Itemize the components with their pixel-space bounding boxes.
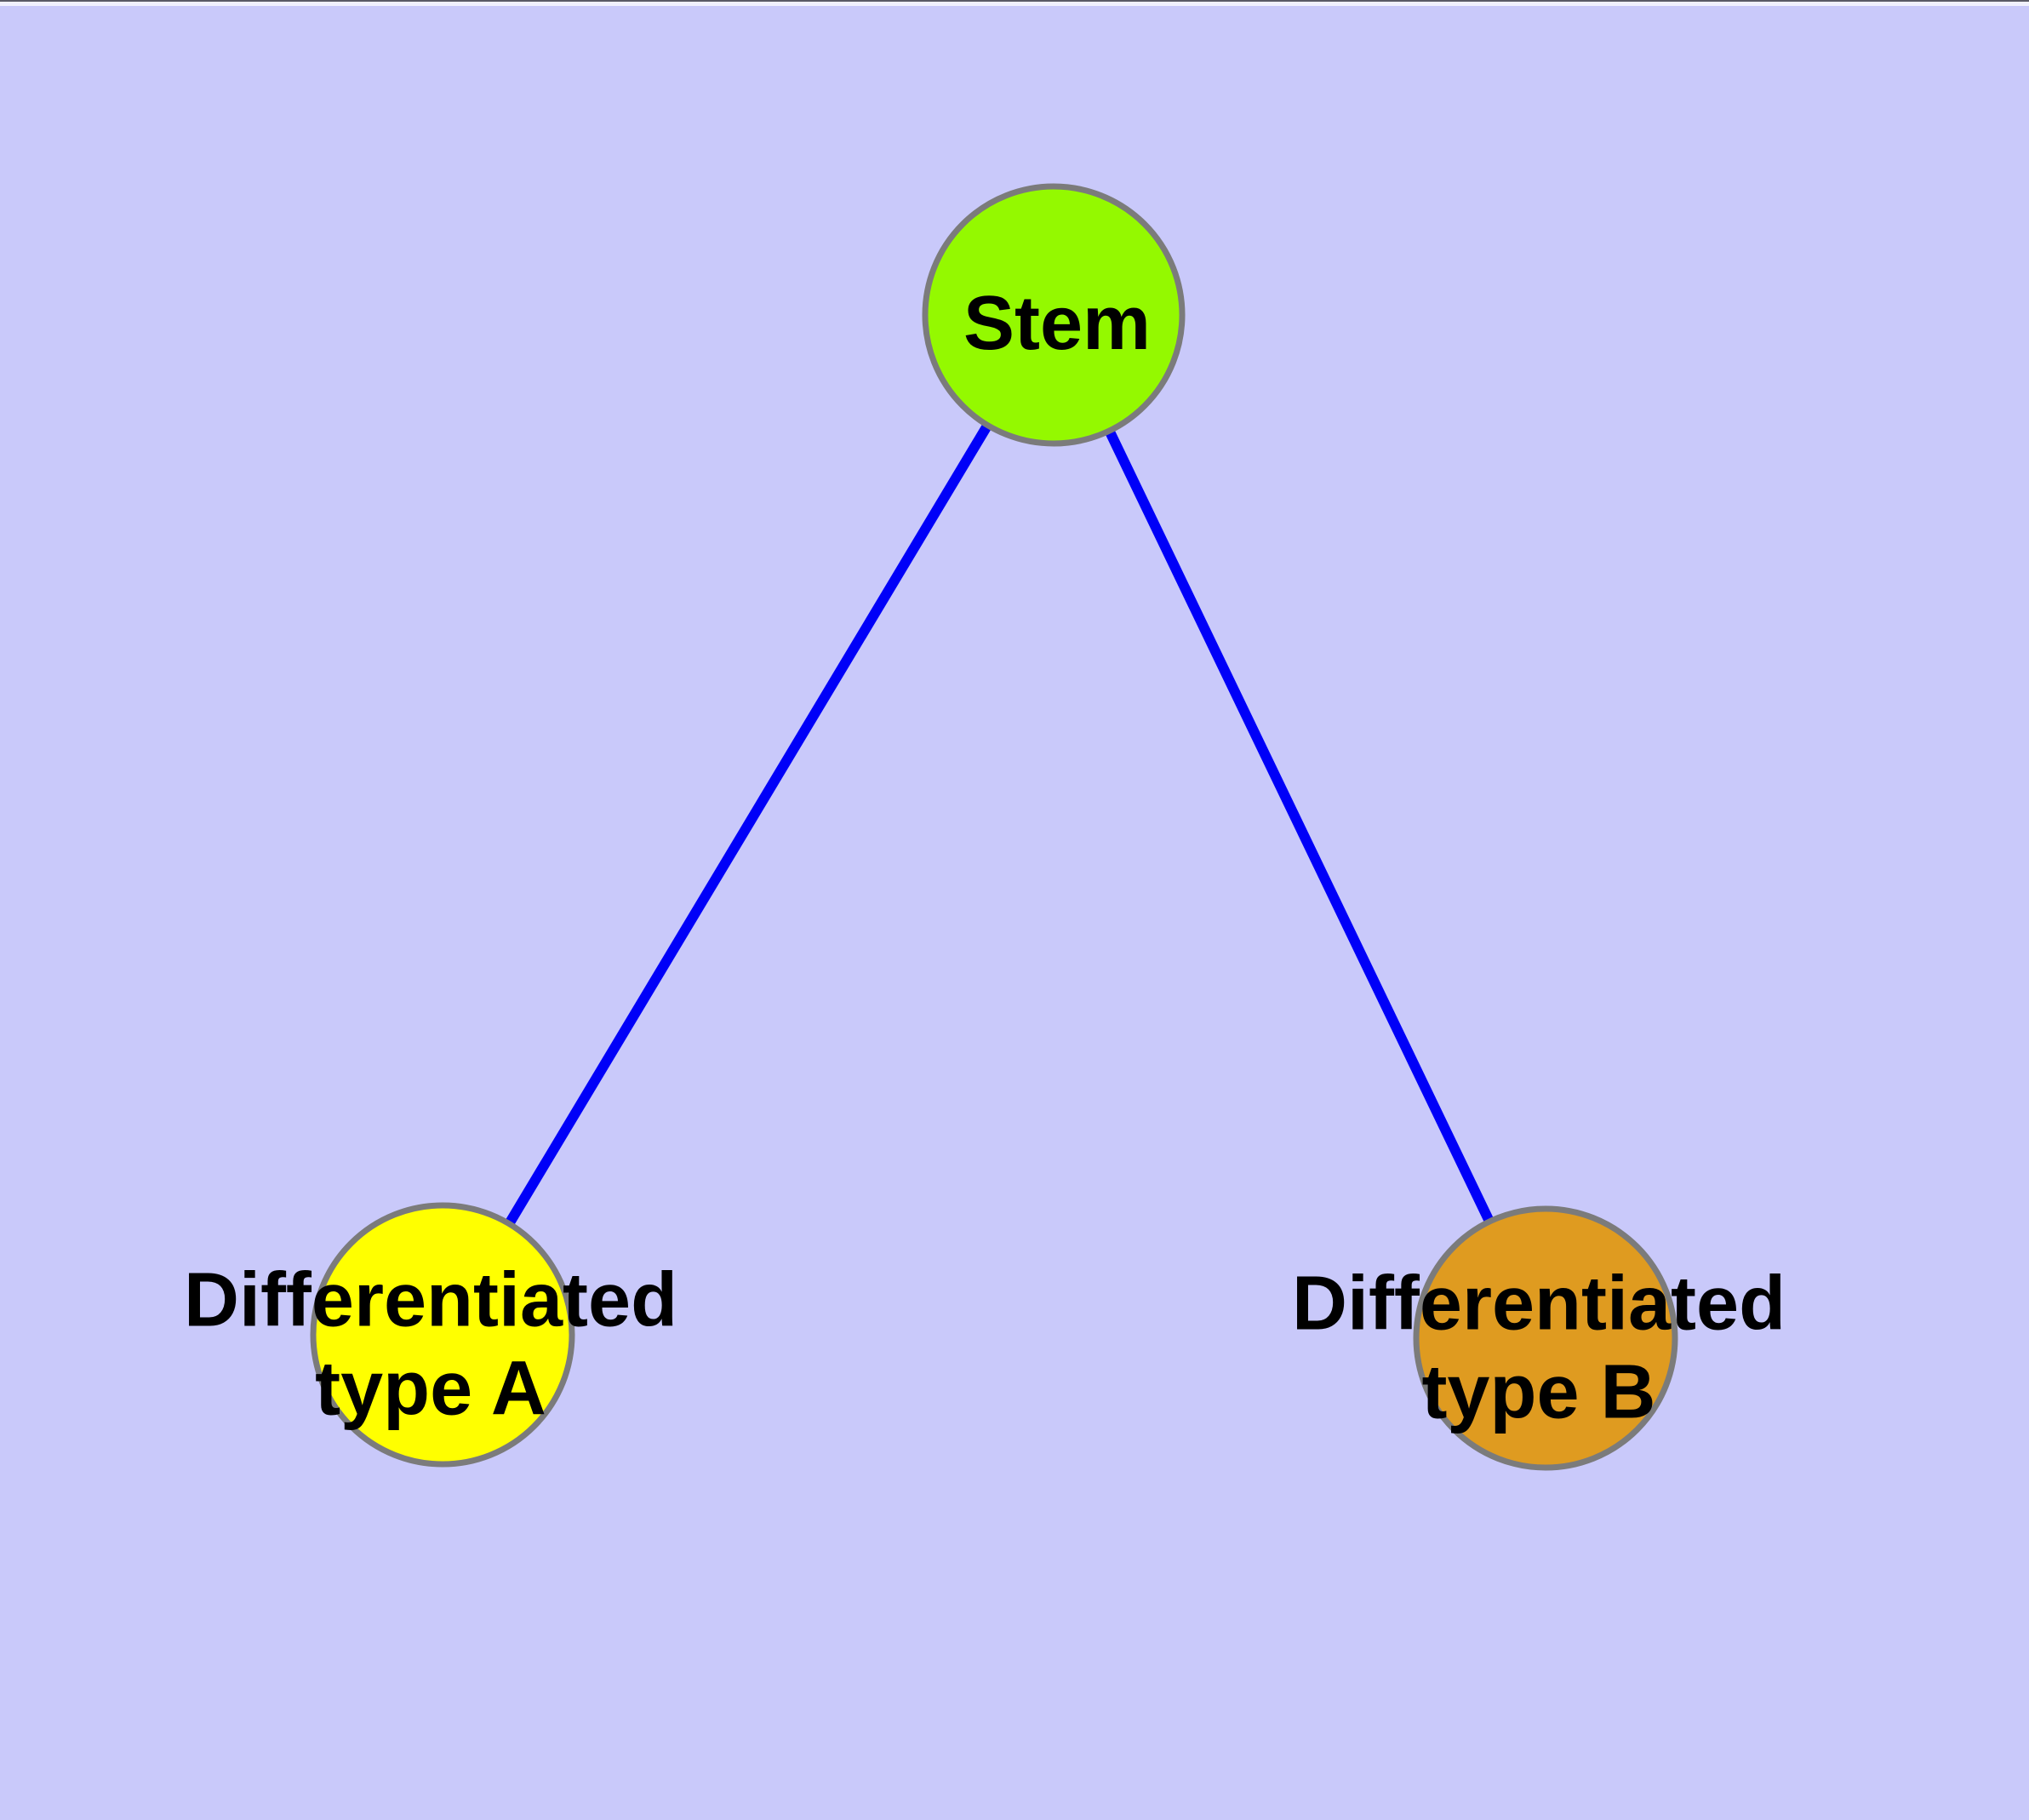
node-differentiated-type-b: [1413, 1205, 1678, 1471]
top-edge-strip: [0, 2, 2029, 6]
edge-stem-to-differentiated-type-b: [1049, 312, 1551, 1341]
node-differentiated-type-a: [310, 1202, 575, 1468]
edge-stem-to-differentiated-type-a: [437, 312, 1059, 1338]
node-stem: [922, 183, 1186, 447]
top-edge-line: [0, 0, 2029, 2]
